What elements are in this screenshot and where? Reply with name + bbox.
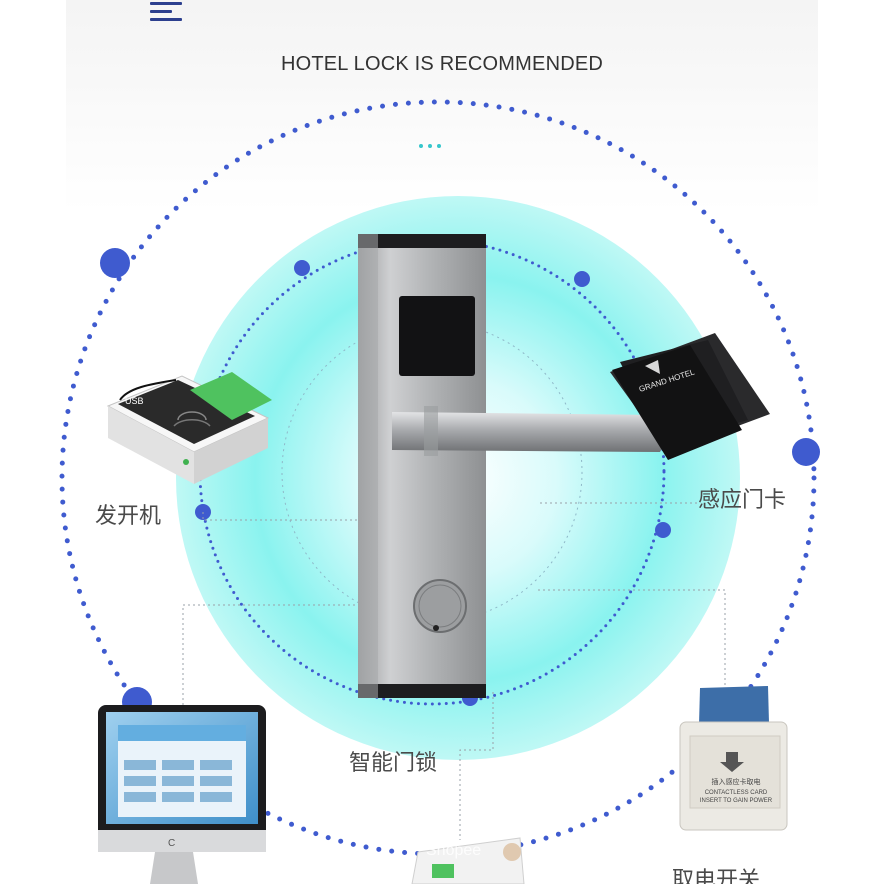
access-cards: GRAND HOTEL (610, 333, 770, 460)
smart-lock (358, 234, 486, 698)
hamburger-menu-icon[interactable] (150, 0, 184, 24)
power-switch: 插入感应卡取电 CONTACTLESS CARD INSERT TO GAIN … (679, 686, 788, 831)
bottom-device (411, 837, 525, 884)
watermark: Shopee (426, 842, 482, 859)
title-divider-dots (419, 133, 446, 152)
label-encoder: 发开机 (95, 504, 162, 529)
lock-handle (392, 406, 666, 456)
switch-text-cn: 插入感应卡取电 (712, 777, 761, 786)
label-lock: 智能门锁 (349, 751, 438, 776)
ring-dot (294, 260, 310, 276)
page-title: HOTEL LOCK IS RECOMMENDED (280, 53, 604, 75)
label-switch: 取电开关 (672, 868, 761, 884)
label-cards: 感应门卡 (698, 488, 787, 513)
connector-lines (182, 502, 726, 840)
ring-dot (100, 248, 130, 278)
outer-dotted-ring (59, 99, 817, 857)
ring-dot (574, 271, 590, 287)
monitor-logo: C (168, 838, 175, 849)
card-encoder-device: USB (106, 372, 272, 484)
computer-monitor: C (98, 705, 266, 884)
ring-dot (792, 438, 820, 466)
encoder-brand: USB (125, 396, 144, 406)
ring-dot (655, 522, 671, 538)
switch-text-en-1: CONTACTLESS CARD (705, 790, 768, 796)
switch-text-en-2: INSERT TO GAIN POWER (700, 798, 773, 804)
